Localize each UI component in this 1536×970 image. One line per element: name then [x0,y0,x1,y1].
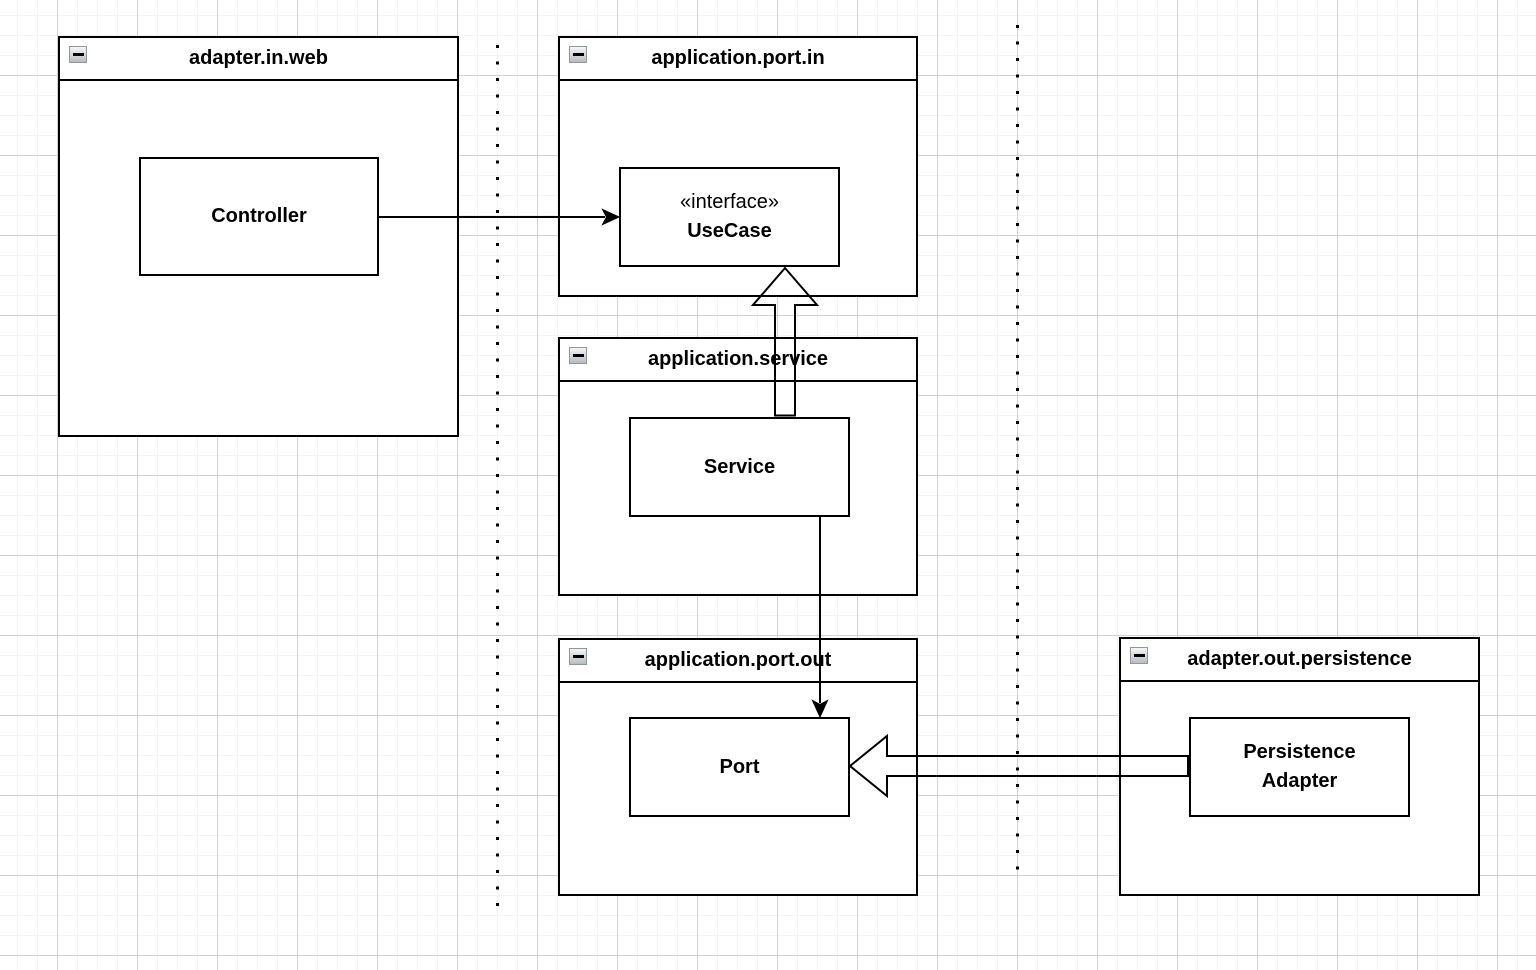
package-title: adapter.in.web [189,47,328,69]
collapse-minus-icon[interactable] [569,648,587,665]
collapse-minus-icon[interactable] [1130,647,1148,664]
node-label-line1: Persistence [1243,741,1356,763]
minus-icon [72,53,84,56]
package-title: application.port.out [644,649,832,671]
package-title: adapter.out.persistence [1187,648,1412,670]
package-header: adapter.in.web [60,38,457,81]
node-stereotype: «interface» [680,191,779,213]
package-header: application.service [560,339,916,382]
collapse-minus-icon[interactable] [569,46,587,63]
package-header: application.port.in [560,38,916,81]
node-label: Controller [211,205,307,227]
package-header: application.port.out [560,640,916,683]
package-title: application.port.in [651,47,825,69]
node-controller[interactable]: Controller [139,157,379,276]
node-label: UseCase [687,220,772,242]
minus-icon [1133,654,1145,657]
node-service[interactable]: Service [629,417,850,517]
node-label-line2: Adapter [1261,770,1338,792]
package-header: adapter.out.persistence [1121,639,1478,682]
node-persistence-adapter[interactable]: Persistence Adapter [1189,717,1410,817]
collapse-minus-icon[interactable] [69,46,87,63]
node-label: Service [703,455,776,478]
minus-icon [572,354,584,357]
node-usecase[interactable]: «interface» UseCase [619,167,840,267]
minus-icon [572,53,584,56]
collapse-minus-icon[interactable] [569,347,587,364]
node-label: Port [719,755,760,778]
minus-icon [572,655,584,658]
package-title: application.service [647,348,829,370]
node-port[interactable]: Port [629,717,850,817]
